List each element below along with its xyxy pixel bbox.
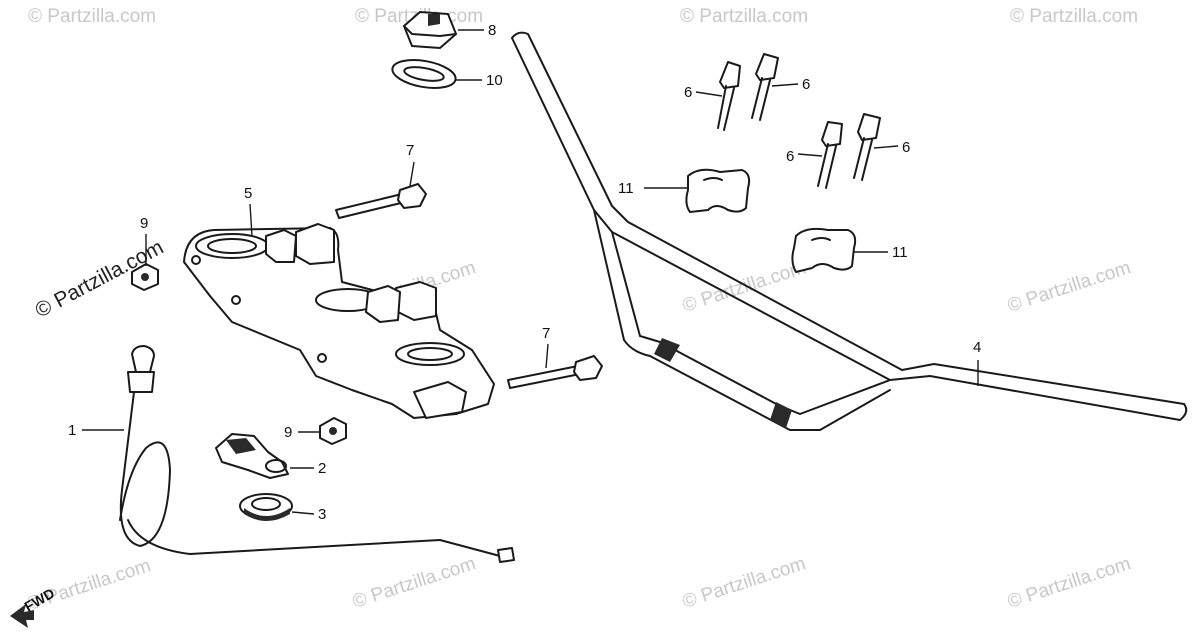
watermark-text: © Partzilla.com bbox=[28, 6, 156, 27]
bolt-part-7-lower bbox=[507, 355, 603, 389]
watermark-text: © Partzilla.com bbox=[680, 6, 808, 27]
callout-6: 6 bbox=[902, 139, 910, 156]
callout-11: 11 bbox=[892, 244, 908, 261]
grommet-part-3 bbox=[239, 493, 293, 521]
bolt-part-6 bbox=[817, 121, 843, 189]
callout-9: 9 bbox=[284, 424, 292, 441]
handlebar-part-4 bbox=[511, 31, 1188, 431]
watermark-text: © Partzilla.com bbox=[1005, 553, 1133, 613]
callout-6: 6 bbox=[684, 84, 692, 101]
upper-holder-part-11 bbox=[685, 168, 751, 213]
callout-6: 6 bbox=[786, 148, 794, 165]
nut-part-9-left bbox=[131, 263, 159, 291]
nut-part-9-center bbox=[319, 417, 347, 445]
callouts: 8 10 6 6 6 6 7 7 5 9 9 2 3 1 4 11 11 bbox=[68, 22, 981, 523]
callout-8: 8 bbox=[488, 22, 496, 39]
callout-7: 7 bbox=[406, 142, 414, 159]
watermark-text: © Partzilla.com bbox=[1010, 6, 1138, 27]
cable-part-1 bbox=[119, 345, 515, 563]
watermark-text: © Partzilla.com bbox=[350, 553, 478, 613]
callout-11: 11 bbox=[618, 180, 634, 197]
bolt-part-6 bbox=[717, 61, 741, 131]
washer-part-10 bbox=[391, 59, 457, 89]
bolt-part-6 bbox=[853, 113, 881, 181]
callout-1: 1 bbox=[68, 422, 76, 439]
bolt-part-7-upper bbox=[335, 183, 427, 219]
callout-4: 4 bbox=[973, 339, 981, 356]
nut-part-8 bbox=[403, 11, 457, 49]
callout-2: 2 bbox=[318, 460, 326, 477]
forward-arrow-icon bbox=[10, 604, 34, 628]
clamp-part-2 bbox=[215, 433, 289, 479]
callout-9: 9 bbox=[140, 215, 148, 232]
handlebar-holder-part-5 bbox=[183, 223, 495, 419]
callout-10: 10 bbox=[486, 72, 503, 89]
upper-holder-part-11 bbox=[791, 227, 857, 273]
watermark-layer: © Partzilla.com © Partzilla.com © Partzi… bbox=[25, 6, 1138, 615]
watermark-text: © Partzilla.com bbox=[1005, 257, 1133, 317]
callout-3: 3 bbox=[318, 506, 326, 523]
watermark-text: © Partzilla.com bbox=[680, 257, 808, 317]
callout-7: 7 bbox=[542, 325, 550, 342]
callout-5: 5 bbox=[244, 185, 252, 202]
bolt-part-6 bbox=[751, 53, 779, 121]
watermark-text: © Partzilla.com bbox=[680, 553, 808, 613]
callout-6: 6 bbox=[802, 76, 810, 93]
